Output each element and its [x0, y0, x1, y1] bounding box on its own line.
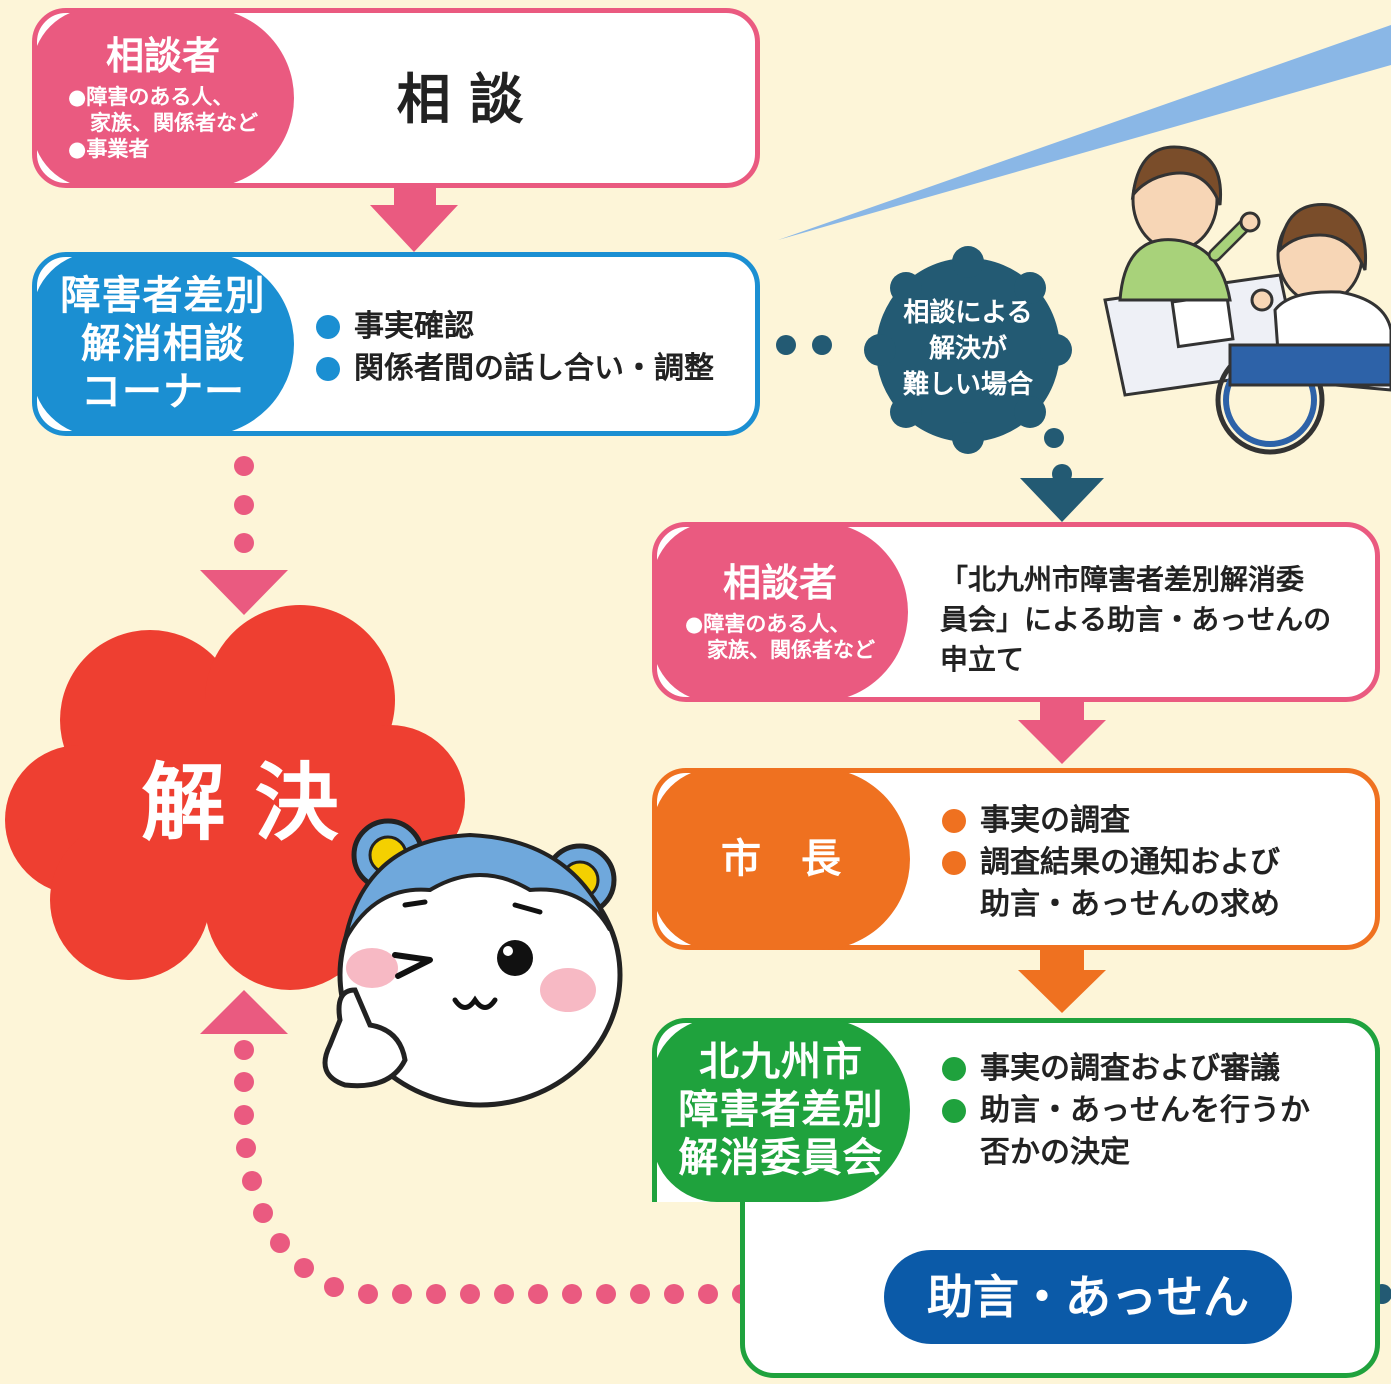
arrow-application-to-mayor [1018, 700, 1106, 764]
bullet-icon [942, 1057, 966, 1081]
arrow-up-to-resolution [200, 990, 288, 1034]
committee-pill: 北九州市 障害者差別 解消委員会 [652, 1018, 910, 1202]
corner-item-text: 関係者間の話し合い・調整 [354, 351, 714, 386]
committee-item-text-cont: 否かの決定 [980, 1135, 1130, 1170]
arrow-down-to-resolution [200, 570, 288, 615]
committee-item-text: 事実の調査および審議 [980, 1051, 1280, 1086]
corner-title-3: コーナー [81, 369, 245, 415]
committee-items: 事実の調査および審議 助言・あっせんを行うか 否かの決定 [942, 1048, 1310, 1174]
resolution-label: 解 決 [141, 754, 339, 852]
committee-title-1: 北九州市 [699, 1039, 863, 1085]
committee-title-2: 障害者差別 [678, 1087, 884, 1133]
dots-corner-to-resolution [234, 456, 254, 553]
advice-label: 助言・あっせん [927, 1270, 1249, 1324]
arrow-mayor-to-committee [1018, 950, 1106, 1013]
requester-pill-application: 相談者 ●障害のある人、 家族、関係者など [652, 522, 908, 702]
bullet-icon [942, 851, 966, 875]
corner-item: 事実確認 [316, 306, 714, 348]
corner-title-1: 障害者差別 [60, 273, 266, 319]
mayor-pill: 市 長 [652, 768, 910, 950]
difficult-line-1: 相談による [903, 298, 1033, 328]
mayor-title: 市 長 [721, 836, 841, 882]
mayor-item: 調査結果の通知および [942, 842, 1280, 884]
consultation-illustration [1103, 145, 1391, 455]
advice-pill: 助言・あっせん [884, 1250, 1292, 1344]
committee-item: 助言・あっせんを行うか [942, 1090, 1310, 1132]
committee-item-text: 助言・あっせんを行うか [980, 1093, 1310, 1128]
bullet-icon [942, 1099, 966, 1123]
consult-title: 相 談 [396, 68, 524, 131]
mascot-character [322, 818, 623, 1108]
arrow-consult-to-corner [370, 185, 458, 252]
resolution-cloud [5, 605, 465, 990]
mayor-item-text-cont: 助言・あっせんの求め [980, 887, 1280, 922]
corner-items: 事実確認 関係者間の話し合い・調整 [316, 306, 714, 390]
mayor-items: 事実の調査 調査結果の通知および 助言・あっせんの求め [942, 800, 1280, 926]
application-requester-line-2: 家族、関係者など [707, 638, 875, 662]
application-requester-title: 相談者 [722, 561, 837, 605]
bullet-icon [316, 357, 340, 381]
application-line-2: 員会」による助言・あっせんの [940, 603, 1332, 636]
bullet-icon [316, 315, 340, 339]
requester-item-2: 家族、関係者など [90, 111, 258, 135]
arrow-down-to-application [1020, 478, 1104, 522]
committee-item: 事実の調査および審議 [942, 1048, 1310, 1090]
mayor-item-text: 調査結果の通知および [980, 845, 1280, 880]
application-text: 「北九州市障害者差別解消委 員会」による助言・あっせんの 申立て [940, 560, 1331, 680]
requester-pill-top: 相談者 ●障害のある人、 家族、関係者など ●事業者 [32, 8, 294, 188]
difficult-line-3: 難しい場合 [902, 370, 1033, 400]
dots-corner-to-difficult [776, 335, 1072, 484]
bullet-icon [942, 809, 966, 833]
application-requester-line-1: ●障害のある人、 [685, 612, 851, 636]
speech-beam [778, 25, 1391, 240]
committee-title-3: 解消委員会 [678, 1135, 884, 1181]
corner-item: 関係者間の話し合い・調整 [316, 348, 714, 390]
requester-item-1: ●障害のある人、 [68, 85, 234, 109]
corner-item-text: 事実確認 [354, 309, 474, 344]
application-line-1: 「北九州市障害者差別解消委 [940, 563, 1305, 596]
application-line-3: 申立て [940, 643, 1025, 676]
requester-title: 相談者 [105, 34, 220, 78]
corner-title-2: 解消相談 [81, 321, 245, 367]
difficult-badge-text: 相談による 解決が 難しい場合 [878, 295, 1058, 403]
corner-pill: 障害者差別 解消相談 コーナー [32, 252, 294, 436]
difficult-badge-shape [864, 246, 1072, 454]
mayor-item: 事実の調査 [942, 800, 1280, 842]
difficult-line-2: 解決が [928, 334, 1007, 364]
mayor-item-text: 事実の調査 [980, 803, 1130, 838]
requester-item-3: ●事業者 [68, 137, 150, 161]
